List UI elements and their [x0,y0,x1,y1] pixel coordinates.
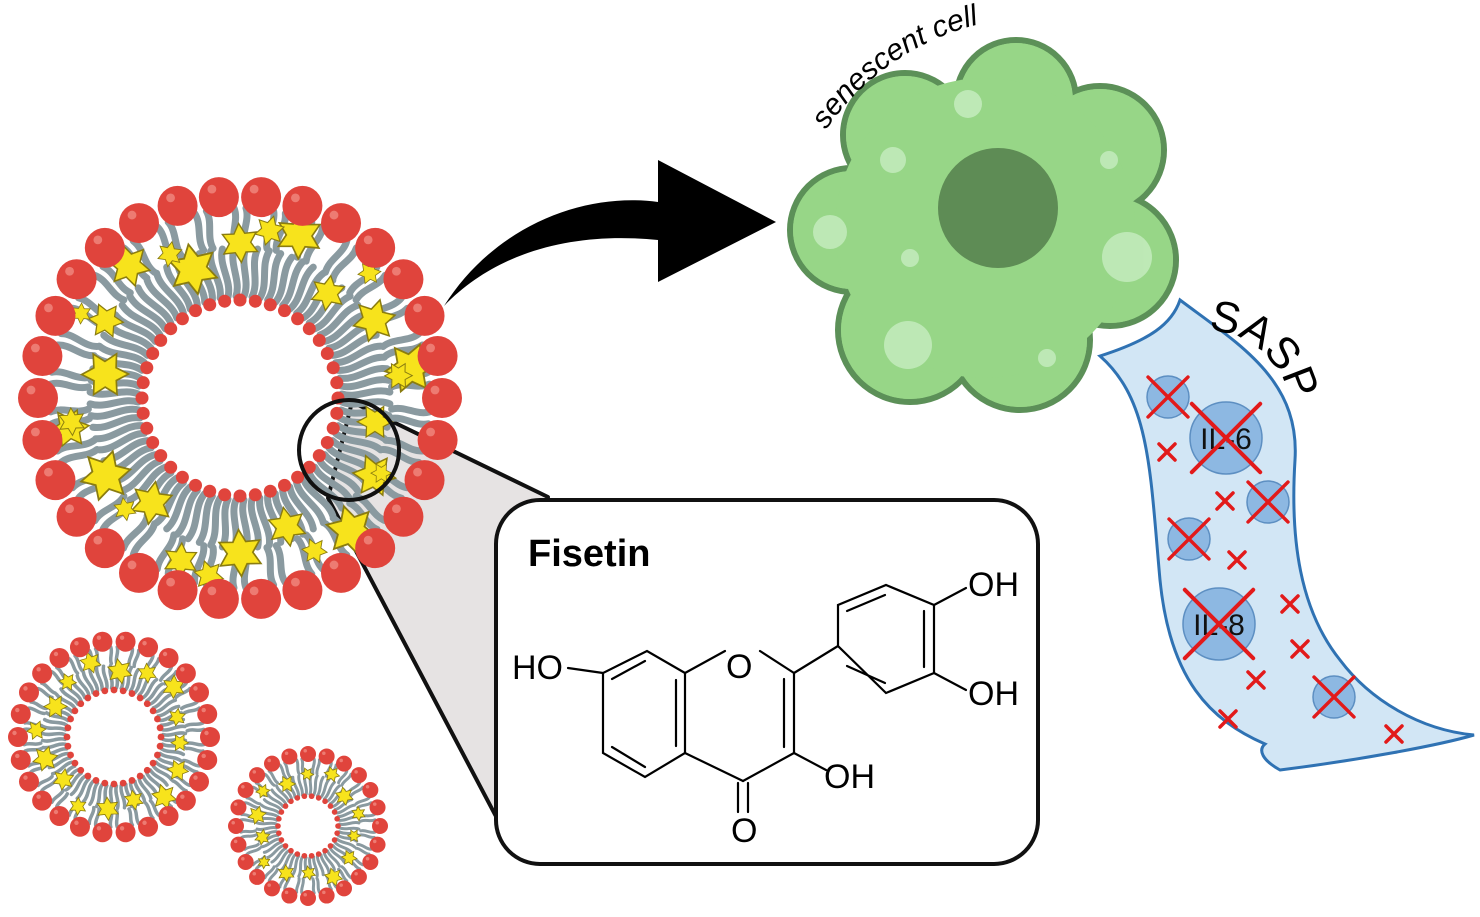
lipid-heads-inner [63,686,165,788]
small-cross-mark [1246,670,1266,690]
drug-star [277,775,297,793]
drug-star [247,805,267,825]
drug-star [79,449,133,502]
drug-star [113,496,137,522]
atom-carbonyl-o: O [731,812,757,850]
cross-mark [1246,480,1290,524]
lipid-heads-outer [18,177,462,619]
lipid-heads-inner [275,793,341,859]
drug-star [383,362,414,389]
drug-star [166,759,190,781]
cross-mark [1189,401,1263,475]
liposome-small-left [8,631,220,843]
drug-star [130,480,174,526]
drug-star [167,242,219,297]
drug-star [255,783,271,799]
drug-star [106,657,133,685]
cytokine [1146,375,1190,419]
atom-oh-mid: OH [968,675,1019,713]
drug-star [170,734,190,752]
drug-star [310,274,346,312]
drug-star [79,352,131,397]
nucleus [938,148,1058,268]
drug-star [69,796,87,816]
small-cross-mark [1280,594,1300,614]
drug-star [167,707,187,727]
lipid-heads-outer [8,631,220,843]
drug-star [346,829,362,843]
drug-star [157,240,183,268]
sasp-stream [1097,297,1475,772]
cytokine [1246,480,1290,524]
drug-star [277,863,295,883]
drug-star [355,405,394,439]
delivery-arrow [444,160,776,306]
lipid-heads-outer [228,746,388,906]
drug-star [257,854,271,870]
drug-star [340,849,358,866]
atom-ho-left: HO [512,649,563,687]
drug-star [42,695,68,718]
atom-oh-bottom: OH [824,758,875,796]
drug-star [351,298,397,343]
drug-star [300,767,315,781]
small-cross-mark [1218,709,1238,729]
drug-star [357,261,382,285]
drug-star [276,210,322,261]
drug-star [137,662,157,684]
zoom-circle [297,398,401,502]
fisetin-structure [566,583,968,814]
drug-star [323,867,344,887]
drug-star [301,865,317,881]
lipid-heads-inner [135,293,345,503]
liposome-small-right [228,746,388,906]
drug-star [150,783,178,810]
cross-mark [1312,675,1356,719]
drug-star [300,538,329,564]
liposome-large [18,177,462,619]
drug-star [253,215,286,246]
cytokine-il8: IL-8 [1182,587,1256,661]
drug-star [96,796,120,822]
small-cross-mark [1290,639,1310,659]
drug-star [221,222,259,264]
small-cross-mark [1157,442,1177,462]
drug-star [58,673,78,691]
cytokine [1167,517,1211,561]
atom-oh-top: OH [968,566,1019,604]
drug-star [254,828,271,846]
atom-ring-o: O [726,648,752,686]
small-cross-mark [1215,491,1235,511]
drug-star [32,745,59,772]
drug-star [79,651,102,674]
drug-star [334,786,354,807]
cross-mark [1146,375,1190,419]
fisetin-atom-labels: HO O OH OH OH O [512,566,1019,850]
drug-star [323,765,341,783]
vesicles [813,90,1152,369]
fisetin-drug-stars [247,765,366,887]
fisetin-title: Fisetin [528,533,650,575]
cytokine [1312,675,1356,719]
senescent-cell [787,37,1179,413]
cytokines: IL-6IL-8 [1146,375,1404,744]
fisetin-drug-stars [48,210,438,591]
drug-star [267,506,307,548]
small-cross-mark [1384,724,1404,744]
drug-star [123,789,144,811]
cross-mark [1182,587,1256,661]
cross-mark [1167,517,1211,561]
drug-star [52,767,75,791]
drug-star [25,720,47,740]
drug-star [351,805,366,822]
small-cross-mark [1227,550,1247,570]
cytokine-il6: IL-6 [1189,401,1263,475]
drug-star [217,527,263,579]
drug-star [58,406,85,437]
